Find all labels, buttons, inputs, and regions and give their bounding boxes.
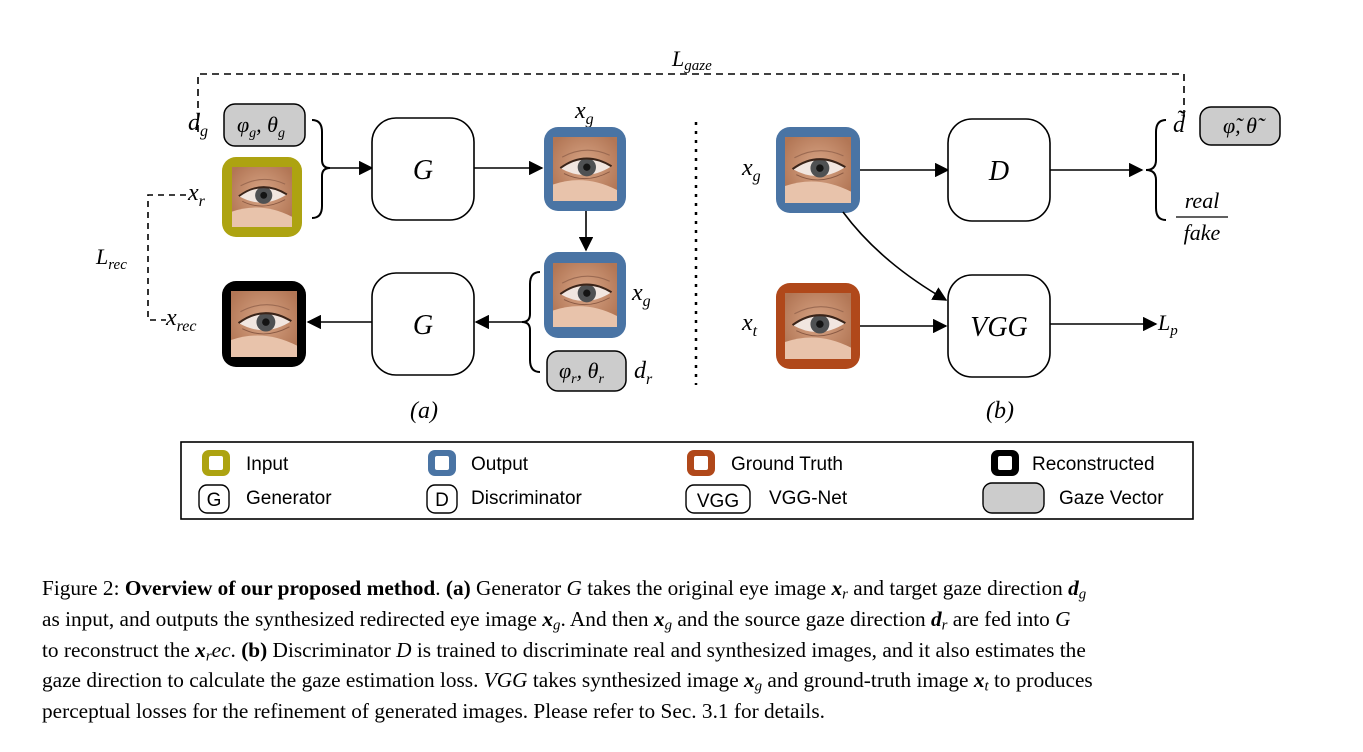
legend-item-vgg: VGG VGG-Net — [685, 484, 848, 514]
legend-item-gaze-vector: Gaze Vector — [982, 482, 1164, 514]
rec-loss-label: Lrec — [95, 244, 127, 273]
xt-label: xt — [741, 310, 758, 340]
generator-bottom-block: G — [371, 272, 475, 376]
svg-text:G: G — [413, 155, 433, 186]
ground-truth-eye-image — [776, 283, 860, 369]
caption-line: as input, and outputs the synthesized re… — [42, 606, 1071, 634]
caption-line: to reconstruct the xrec. (b) Discriminat… — [42, 637, 1086, 665]
discriminator-output-brace — [1145, 119, 1167, 221]
gaze-loss-label: Lgaze — [671, 46, 712, 74]
legend-item-reconstructed: Reconstructed — [991, 450, 1155, 476]
svg-text:φg, θg: φg, θg — [237, 112, 285, 141]
xg-b-label: xg — [741, 155, 761, 185]
method-overview-diagram: Lgaze dg φg, θg xr G xg xg φr, θr dr — [95, 46, 1281, 520]
caption-line: gaze direction to calculate the gaze est… — [42, 668, 1093, 696]
panel-b-caption: (b) — [986, 398, 1014, 424]
input-eye-image — [222, 157, 302, 237]
output-eye-image-bottom — [544, 252, 626, 338]
source-gaze-vector: φr, θr — [546, 350, 627, 392]
d-tilde-label: d̃ — [1173, 110, 1186, 138]
figure-caption: Figure 2: Overview of our proposed metho… — [42, 573, 1342, 727]
reconstructed-eye-image — [222, 281, 306, 367]
target-gaze-vector: φg, θg — [223, 103, 306, 147]
xg-bottom-label: xg — [631, 280, 651, 310]
legend-item-discriminator: D Discriminator — [426, 484, 583, 514]
real-label: real — [1185, 188, 1220, 213]
svg-text:Gaze Vector: Gaze Vector — [1059, 488, 1164, 509]
discriminator-block: D — [947, 118, 1051, 222]
svg-text:G: G — [207, 490, 222, 511]
legend-item-output: Output — [428, 450, 529, 476]
svg-text:D: D — [988, 156, 1009, 187]
svg-text:Reconstructed: Reconstructed — [1032, 454, 1155, 475]
legend-item-generator: G Generator — [198, 484, 332, 514]
svg-text:G: G — [413, 310, 433, 341]
perceptual-loss-label: Lp — [1157, 310, 1178, 339]
panel-a-caption: (a) — [410, 398, 438, 424]
legend: Input Output Ground Truth Reconstructed … — [180, 441, 1194, 520]
xg-top-label: xg — [574, 98, 594, 128]
estimated-gaze-vector: φ̃, θ̃ — [1199, 106, 1281, 146]
svg-text:Input: Input — [246, 454, 289, 475]
svg-text:VGG: VGG — [697, 491, 739, 512]
svg-text:Ground Truth: Ground Truth — [731, 454, 843, 475]
vgg-block: VGG — [947, 274, 1051, 378]
svg-text:φr, θr: φr, θr — [559, 358, 604, 387]
xrec-label: xrec — [165, 305, 197, 335]
svg-text:D: D — [435, 490, 449, 511]
rec-loss-dashed-line — [147, 194, 186, 321]
svg-text:Generator: Generator — [246, 488, 332, 509]
legend-item-ground-truth: Ground Truth — [687, 450, 843, 476]
gaze-loss-dashed-line — [197, 73, 1185, 132]
generator-top-block: G — [371, 117, 475, 221]
dr-label: dr — [634, 358, 653, 388]
legend-item-input: Input — [202, 450, 289, 476]
output-eye-image-top — [544, 127, 626, 211]
reconstruct-brace — [521, 271, 541, 373]
xr-label: xr — [187, 180, 206, 210]
arrow-xg-to-vgg — [842, 211, 948, 301]
dg-label: dg — [188, 110, 208, 140]
caption-line: Figure 2: Overview of our proposed metho… — [42, 576, 1087, 603]
svg-text:Output: Output — [471, 454, 529, 475]
svg-text:VGG: VGG — [970, 312, 1028, 343]
caption-line: perceptual losses for the refinement of … — [42, 699, 825, 724]
svg-text:Discriminator: Discriminator — [471, 488, 583, 509]
svg-text:VGG-Net: VGG-Net — [769, 488, 848, 509]
input-brace — [311, 119, 331, 219]
generated-eye-image-b — [776, 127, 860, 213]
fake-label: fake — [1184, 220, 1221, 245]
